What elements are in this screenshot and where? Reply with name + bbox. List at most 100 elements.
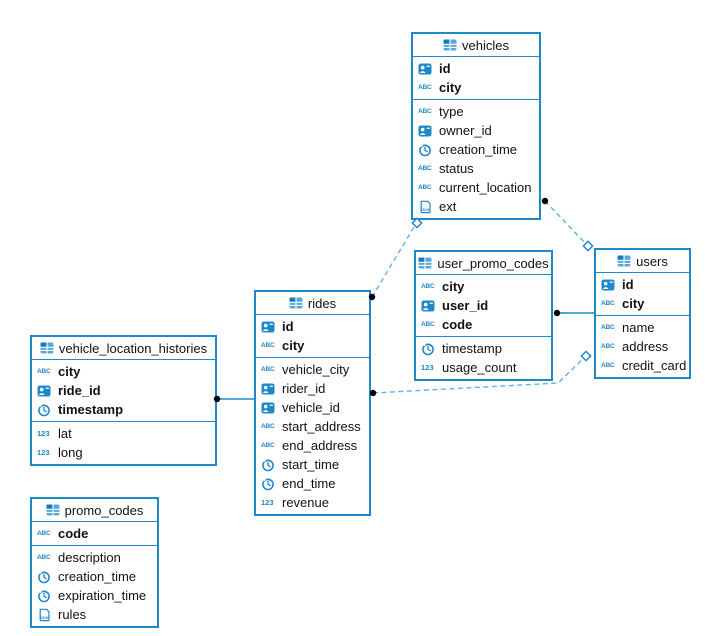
relation-line-vehicles-users [544, 200, 587, 245]
column-row-id[interactable]: id [596, 275, 689, 294]
column-row-rider_id[interactable]: rider_id [256, 379, 369, 398]
table-name: users [636, 253, 668, 269]
table-header[interactable]: user_promo_codes [416, 252, 551, 275]
table-header[interactable]: vehicles [413, 34, 539, 57]
table-icon [617, 254, 631, 268]
text-type-icon: ABC [601, 343, 615, 350]
column-row-description[interactable]: ABC description [32, 548, 157, 567]
table-icon [443, 38, 457, 52]
svg-text:JSON: JSON [420, 208, 431, 212]
column-row-id[interactable]: id [256, 317, 369, 336]
column-name: id [282, 319, 294, 334]
svg-text:JSON: JSON [39, 616, 50, 620]
column-row-vehicle_id[interactable]: vehicle_id [256, 398, 369, 417]
column-name: id [439, 61, 451, 76]
column-row-status[interactable]: ABC status [413, 159, 539, 178]
table-icon [289, 296, 303, 310]
column-row-end_time[interactable]: end_time [256, 474, 369, 493]
column-row-start_time[interactable]: start_time [256, 455, 369, 474]
column-name: creation_time [58, 569, 137, 584]
column-name: end_time [282, 476, 336, 491]
column-name: description [58, 550, 121, 565]
id-badge-type-icon [261, 401, 278, 415]
table-header[interactable]: promo_codes [32, 499, 157, 522]
column-name: status [439, 161, 474, 176]
column-name: expiration_time [58, 588, 147, 603]
column-row-creation_time[interactable]: creation_time [413, 140, 539, 159]
column-name: address [622, 339, 669, 354]
clock-type-icon [37, 570, 54, 584]
table-header[interactable]: vehicle_location_histories [32, 337, 215, 360]
column-name: lat [58, 426, 72, 441]
json-type-icon: JSON [37, 608, 54, 622]
relation-endpoint-diamond [580, 350, 592, 362]
text-type-icon: ABC [421, 321, 435, 328]
column-row-user_id[interactable]: user_id [416, 296, 551, 315]
clock-type-icon [261, 458, 278, 472]
text-type-icon: ABC [261, 366, 275, 373]
relation-endpoint-diamond [582, 240, 594, 252]
column-row-expiration_time[interactable]: expiration_time [32, 586, 157, 605]
id-badge-type-icon [37, 384, 54, 398]
clock-type-icon [421, 342, 438, 356]
column-row-timestamp[interactable]: timestamp [32, 400, 215, 419]
table-icon [40, 341, 54, 355]
table-icon [418, 256, 432, 270]
number-type-icon: 123 [261, 498, 274, 507]
table-name: vehicles [462, 37, 509, 53]
column-name: city [442, 279, 465, 294]
text-type-icon: ABC [601, 324, 615, 331]
text-type-icon: ABC [261, 442, 275, 449]
column-row-timestamp[interactable]: timestamp [416, 339, 551, 358]
table-name: promo_codes [64, 502, 144, 518]
column-name: start_time [282, 457, 340, 472]
column-row-address[interactable]: ABC address [596, 337, 689, 356]
text-type-icon: ABC [37, 554, 51, 561]
number-type-icon: 123 [37, 448, 50, 457]
table-icon [46, 503, 60, 517]
table-header[interactable]: rides [256, 292, 369, 315]
relation-endpoint-dot [541, 197, 549, 205]
table-header[interactable]: users [596, 250, 689, 273]
text-type-icon: ABC [418, 165, 432, 172]
column-row-ride_id[interactable]: ride_id [32, 381, 215, 400]
column-row-creation_time[interactable]: creation_time [32, 567, 157, 586]
column-row-id[interactable]: id [413, 59, 539, 78]
text-type-icon: ABC [601, 300, 615, 307]
column-name: creation_time [439, 142, 518, 157]
table-name: rides [307, 295, 337, 311]
column-row-owner_id[interactable]: owner_id [413, 121, 539, 140]
text-type-icon: ABC [261, 423, 275, 430]
column-name: rider_id [282, 381, 326, 396]
clock-type-icon [37, 403, 54, 417]
